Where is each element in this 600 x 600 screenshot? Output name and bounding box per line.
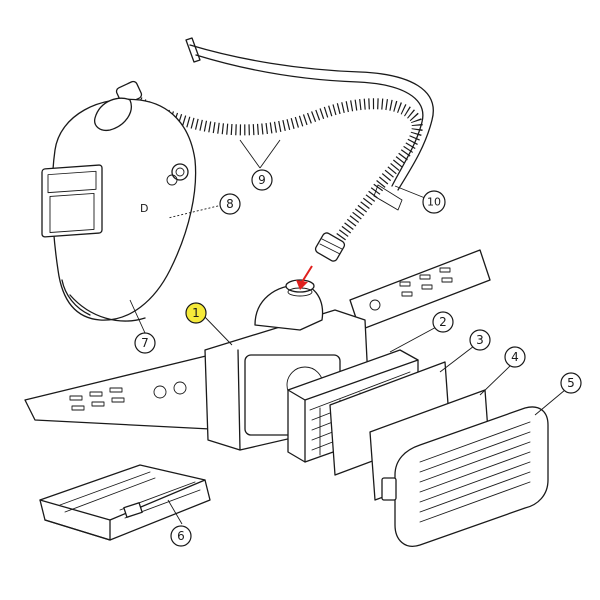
callout-4-circle: [504, 346, 526, 368]
callout-2-label: 2: [439, 315, 447, 329]
callout-8-label: 8: [226, 197, 234, 211]
callout-9-circle: [251, 169, 273, 191]
callout-7-label: 7: [141, 336, 149, 350]
callout-1: 1: [185, 302, 207, 324]
callout-6: 6: [170, 525, 192, 547]
callout-1-label: 1: [192, 306, 200, 320]
callout-5-circle: [560, 372, 582, 394]
callout-6-circle: [170, 525, 192, 547]
callout-9-label: 9: [258, 173, 266, 187]
callout-8: 8: [219, 193, 241, 215]
callout-3: 3: [469, 329, 491, 351]
callout-2-circle: [432, 311, 454, 333]
battery-pack: [39, 464, 211, 541]
callout-1-circle: [185, 302, 207, 324]
welding-helmet: D: [41, 97, 197, 322]
callout-10-circle: [422, 190, 446, 214]
callout-2: 2: [432, 311, 454, 333]
hose-cover-sleeve: [185, 37, 434, 211]
callout-9: 9: [251, 169, 273, 191]
air-hose: [115, 80, 423, 262]
callout-6-label: 6: [177, 529, 185, 543]
waist-belt: [24, 249, 491, 431]
callout-7: 7: [134, 332, 156, 354]
leader-lines: [129, 139, 566, 525]
callout-8-circle: [219, 193, 241, 215]
callout-7-circle: [134, 332, 156, 354]
callout-3-label: 3: [476, 333, 484, 347]
callout-4-label: 4: [511, 350, 519, 364]
callout-3-circle: [469, 329, 491, 351]
callout-10: 10: [422, 190, 446, 214]
callout-4: 4: [504, 346, 526, 368]
callout-5: 5: [560, 372, 582, 394]
callout-10-label: 10: [427, 196, 441, 209]
airflow-arrow: [296, 265, 313, 290]
svg-text:D: D: [140, 202, 148, 215]
callout-5-label: 5: [567, 376, 575, 390]
filter-cover: [381, 406, 549, 547]
